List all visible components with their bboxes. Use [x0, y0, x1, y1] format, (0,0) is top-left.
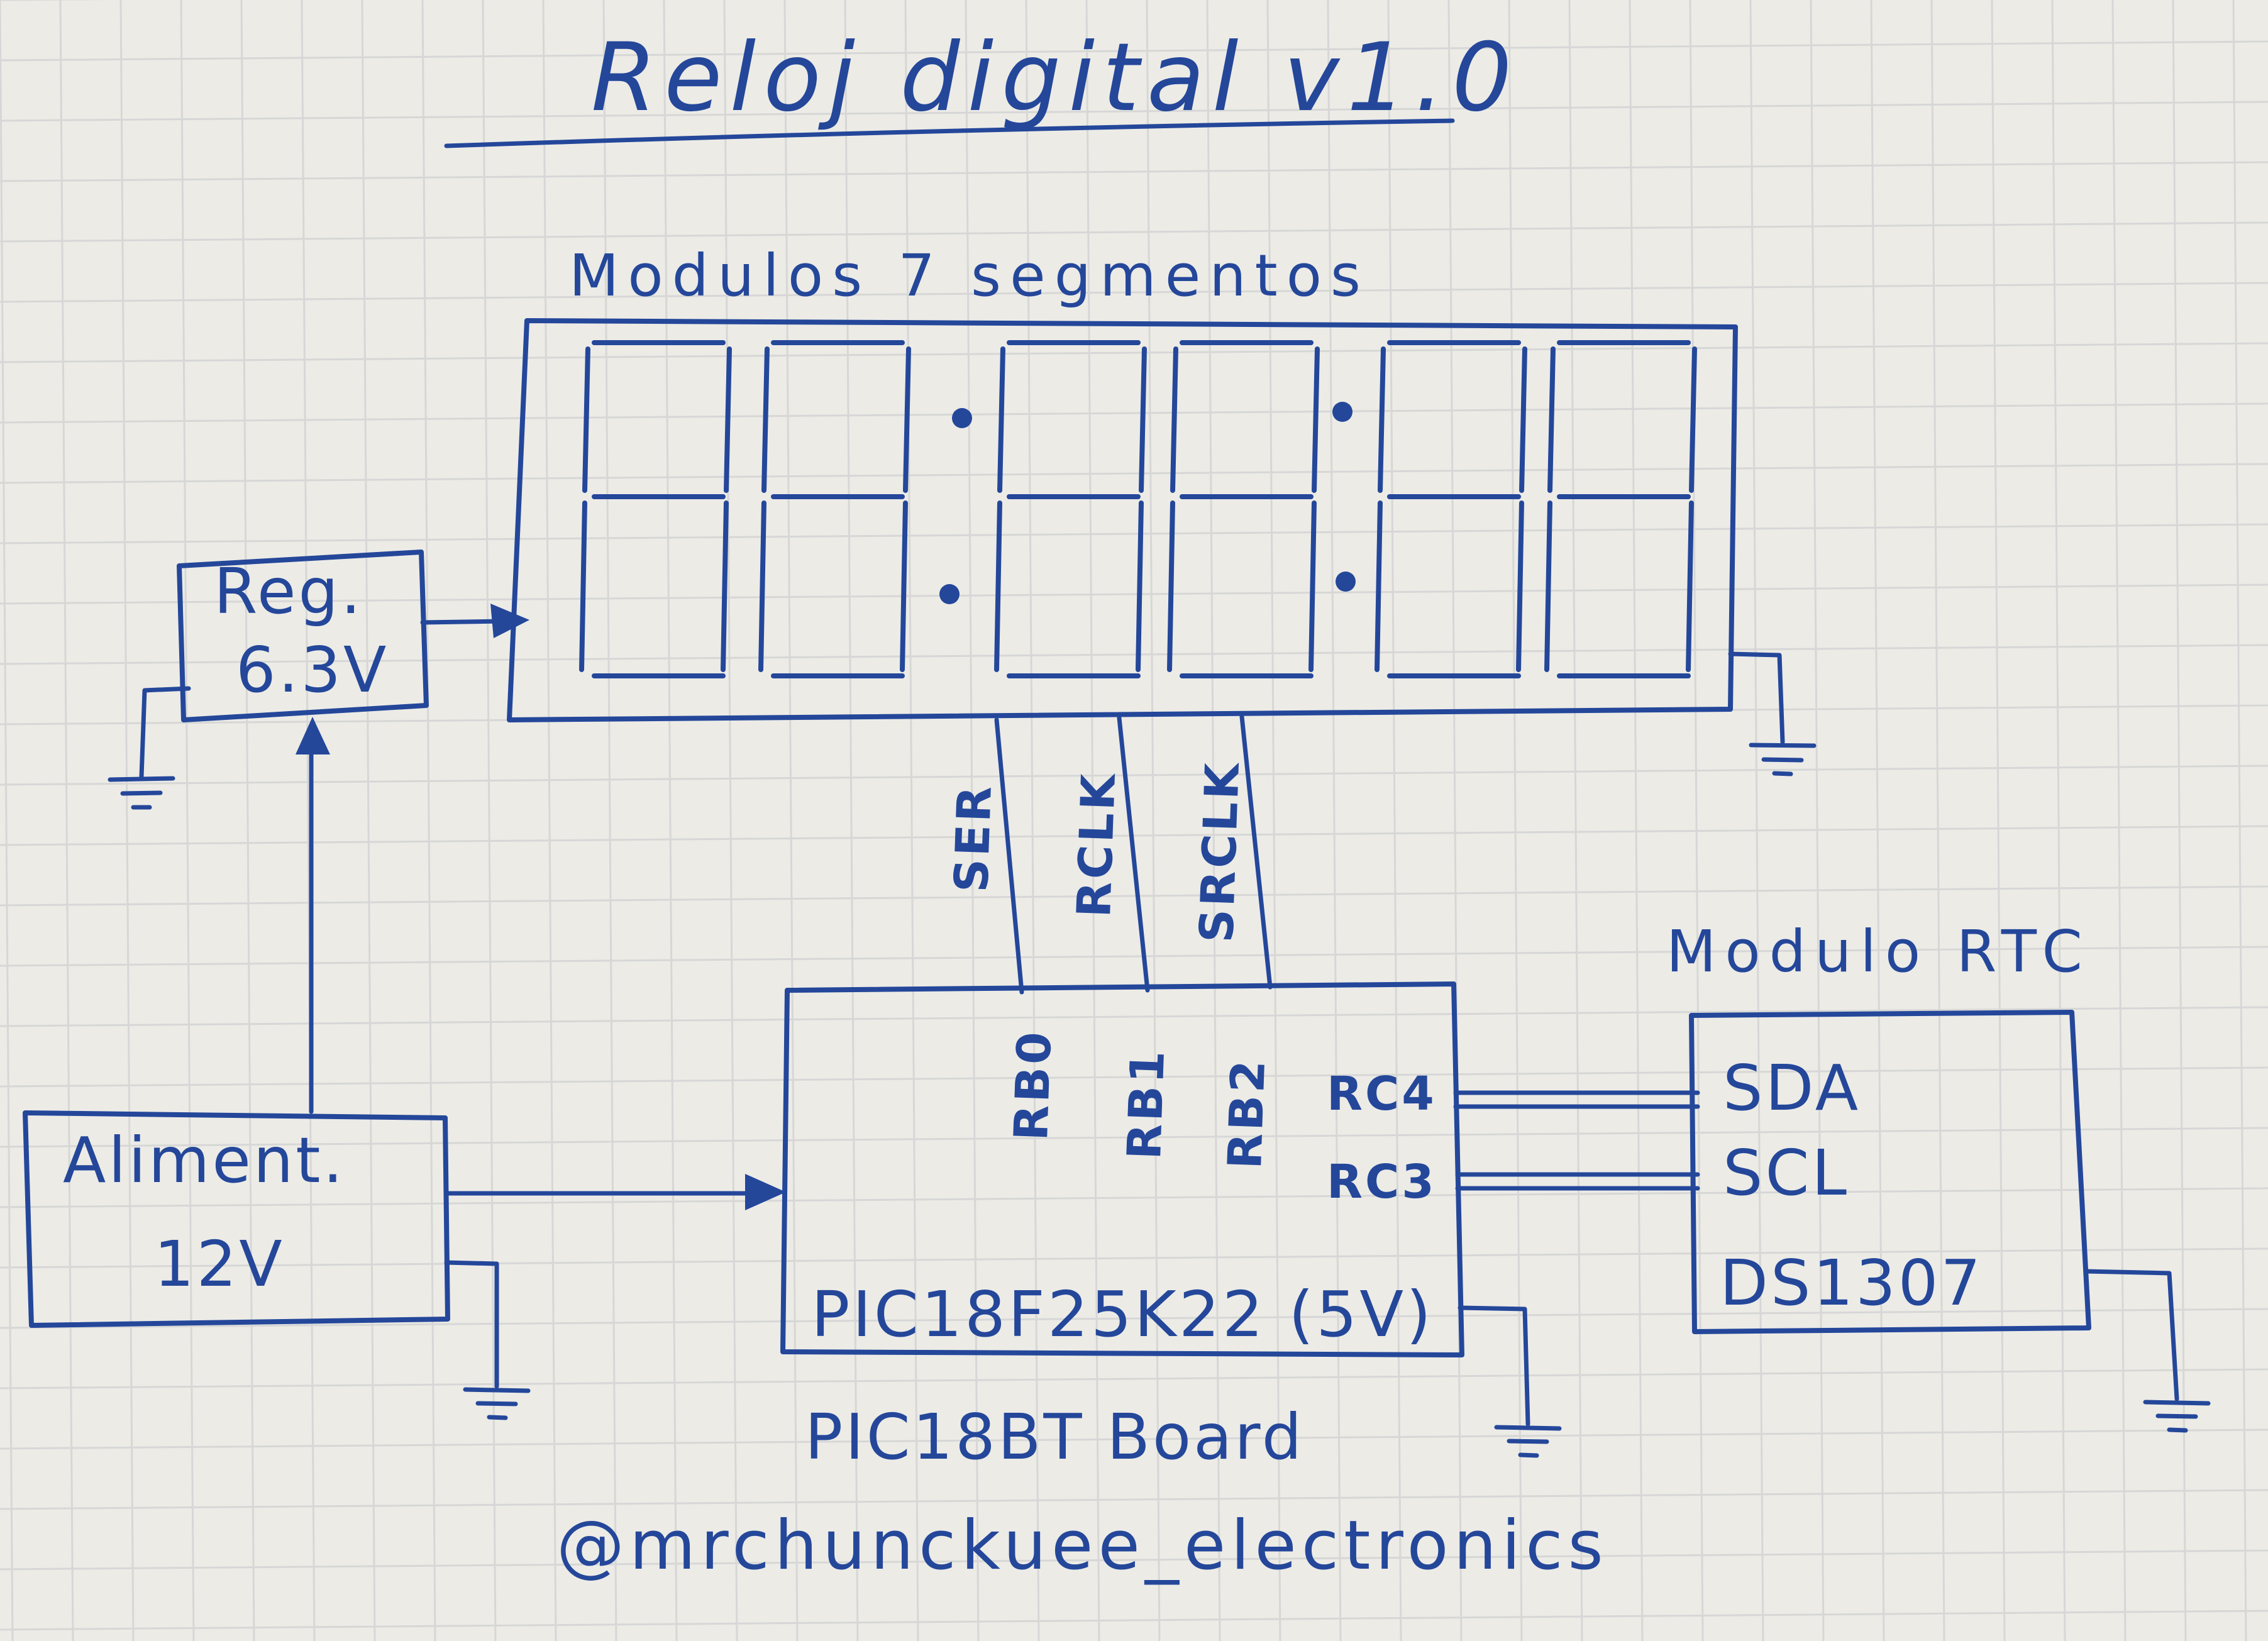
rclk-wire	[1117, 716, 1150, 993]
ground-icon	[2143, 1400, 2211, 1433]
rtc-pin-sda: SDA	[1723, 1051, 1861, 1125]
mcu-pin-rc4: RC4	[1327, 1067, 1437, 1121]
digit-2-segment-4	[761, 346, 770, 493]
mcu-ground-wire	[1458, 1305, 1530, 1427]
digit-1-segment-7	[721, 500, 729, 672]
seven-segment-digits	[579, 340, 1697, 678]
digit-3-segment-5	[1139, 346, 1147, 493]
regulator-ground-wire	[139, 686, 191, 779]
rtc-pin-scl: SCL	[1723, 1136, 1849, 1210]
arrow-head-icon	[490, 604, 529, 638]
regulator-label-line2: 6.3V	[236, 633, 389, 707]
mcu-pin-rb1: RB1	[1117, 1047, 1175, 1161]
digit-2-segment-5	[903, 346, 911, 493]
power-supply-ground-wire	[444, 1260, 499, 1389]
digit-6-segment-6	[1544, 500, 1552, 672]
ser-wire	[994, 717, 1024, 995]
colon-dot-4	[1336, 572, 1356, 592]
display-module-box	[507, 318, 1738, 722]
digit-4-segment-7	[1308, 500, 1317, 672]
digit-1-segment-5	[724, 346, 732, 493]
power-supply-label-line2: 12V	[154, 1227, 285, 1301]
ground-icon	[463, 1387, 531, 1420]
signal-label-rclk: RCLK	[1067, 771, 1126, 919]
ground-icon	[108, 776, 175, 810]
digit-2-segment-7	[900, 500, 908, 672]
regulator-label-line1: Reg.	[214, 555, 363, 628]
digit-5-segment-5	[1519, 346, 1527, 493]
mcu-pin-rb0: RB0	[1004, 1029, 1062, 1142]
digit-6-segment-7	[1686, 500, 1694, 672]
regulator-to-display-wire	[420, 619, 506, 625]
board-label: PIC18BT Board	[805, 1400, 1304, 1474]
arrow-head-icon	[296, 717, 330, 754]
power-supply-label-line1: Aliment.	[63, 1124, 345, 1197]
digit-6-segment-5	[1689, 346, 1697, 493]
power-supply-box	[23, 1110, 450, 1328]
rtc-ground-wire	[2084, 1269, 2179, 1401]
digit-3-segment-7	[1136, 500, 1144, 672]
digit-5-segment-4	[1378, 346, 1386, 493]
digit-4-segment-4	[1170, 346, 1178, 493]
mcu-pin-rc3: RC3	[1327, 1155, 1437, 1209]
colon-dot-2	[939, 584, 960, 604]
digit-4-segment-5	[1312, 346, 1320, 493]
arrow-head-icon	[745, 1174, 786, 1210]
digit-5-segment-6	[1375, 500, 1383, 672]
ground-icon	[1494, 1425, 1562, 1458]
rtc-heading: Modulo RTC	[1666, 918, 2091, 985]
rtc-box	[1689, 1010, 2091, 1334]
signal-label-ser: SER	[944, 783, 1002, 893]
mcu-name: PIC18F25K22 (5V)	[811, 1278, 1434, 1351]
title-underline	[444, 118, 1455, 148]
rtc-chip-name: DS1307	[1720, 1246, 1983, 1320]
digit-2-segment-6	[758, 500, 766, 672]
digit-5-segment-7	[1516, 500, 1524, 672]
display-heading: Modulos 7 segmentos	[569, 242, 1369, 309]
credit-handle: @mrchunckuee_electronics	[556, 1506, 1608, 1585]
digit-3-segment-6	[994, 500, 1002, 672]
regulator-box	[177, 550, 429, 722]
digit-6-segment-4	[1547, 346, 1556, 493]
signal-label-srclk: SRCLK	[1190, 760, 1250, 944]
digit-1-segment-4	[582, 346, 590, 493]
digit-4-segment-6	[1167, 500, 1175, 672]
display-ground-wire	[1728, 651, 1785, 744]
srclk-wire	[1239, 714, 1273, 990]
colon-dot-1	[952, 408, 972, 428]
mcu-box	[780, 981, 1464, 1357]
mcu-pin-rb2: RB2	[1218, 1057, 1276, 1170]
digit-3-segment-4	[997, 346, 1005, 493]
digit-1-segment-6	[579, 500, 587, 672]
diagram-title: Reloj digital v1.0	[591, 23, 1520, 133]
ground-icon	[1749, 743, 1817, 776]
colon-dot-3	[1332, 402, 1353, 422]
